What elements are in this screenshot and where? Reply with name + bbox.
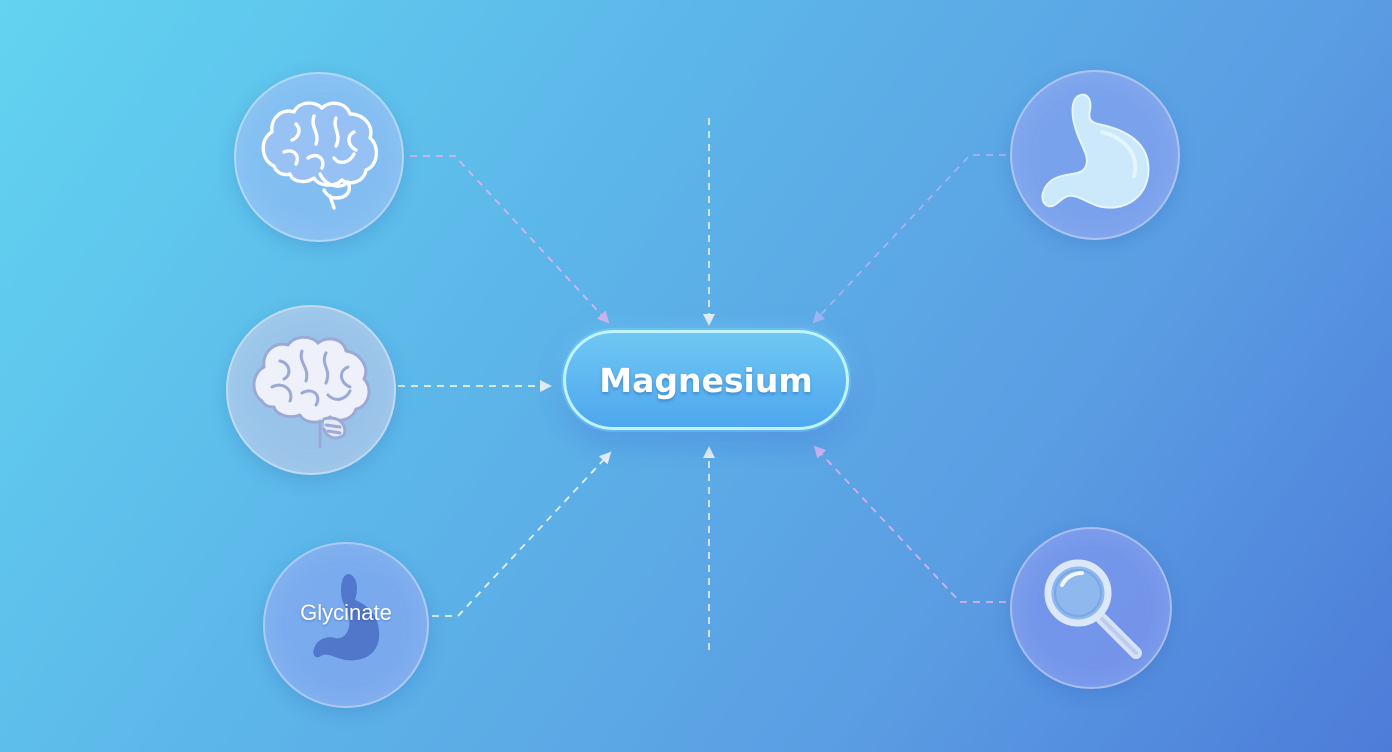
- magnesium-center-node: Magnesium: [563, 330, 849, 430]
- stomach-icon: [313, 574, 380, 661]
- magnesium-label: Magnesium: [599, 360, 813, 400]
- stomach-icon: [1041, 93, 1150, 209]
- brain-icon: [261, 101, 378, 210]
- magnifying-glass-icon: [1044, 559, 1142, 659]
- stomach-node: [1010, 70, 1180, 240]
- connector-brain-top: [410, 155, 610, 324]
- brain-node-middle: [226, 305, 396, 475]
- connector-glycinate: [432, 451, 612, 617]
- glycinate-node: Glycinate: [263, 542, 429, 708]
- connector-stomach: [812, 154, 1006, 324]
- magnifier-node: [1010, 527, 1172, 689]
- connector-magnifier: [813, 445, 1006, 603]
- brain-icon: [252, 335, 371, 449]
- brain-node-top: [234, 72, 404, 242]
- glycinate-label: Glycinate: [300, 600, 392, 625]
